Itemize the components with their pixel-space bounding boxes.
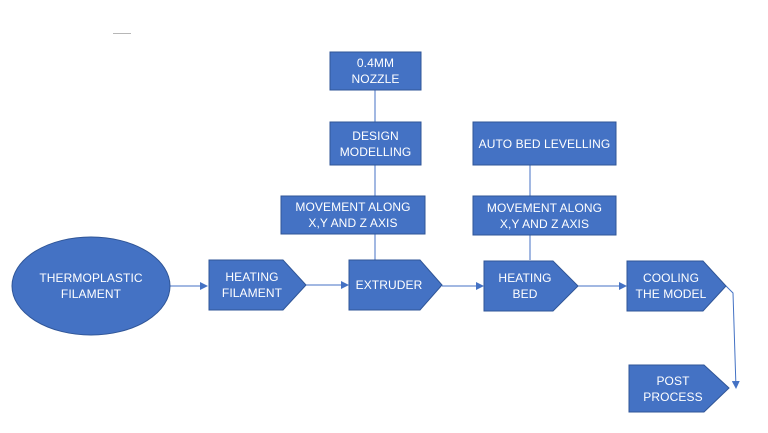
label-design-modelling: DESIGN MODELLING xyxy=(339,128,412,159)
label-thermoplastic-filament: THERMOPLASTIC FILAMENT xyxy=(39,271,143,301)
label-movement-bed: MOVEMENT ALONG X,Y AND Z AXIS xyxy=(486,200,603,231)
connector-cooling-to-post xyxy=(725,285,740,389)
label-extruder: EXTRUDER xyxy=(355,278,423,292)
label-nozzle: 0.4MM NOZZLE xyxy=(351,56,400,86)
label-auto-bed-levelling: AUTO BED LEVELLING xyxy=(478,136,611,151)
pentagon-cooling-the-model xyxy=(626,260,727,312)
rect-nozzle xyxy=(329,51,422,91)
label-heating-bed: HEATING BED xyxy=(498,271,552,301)
rect-design-modelling xyxy=(329,121,422,166)
pentagon-heating-bed xyxy=(483,260,579,312)
decorative-mark xyxy=(113,33,131,34)
pentagon-extruder xyxy=(348,259,443,311)
label-movement-extruder: MOVEMENT ALONG X,Y AND Z AXIS xyxy=(295,200,411,230)
rect-movement-bed xyxy=(472,195,617,236)
label-post-process: POST PROCESS xyxy=(643,373,703,404)
pentagon-heating-filament xyxy=(208,259,307,311)
nodes xyxy=(11,51,730,413)
ellipse-thermoplastic-filament xyxy=(11,236,171,336)
rect-movement-extruder xyxy=(280,195,426,235)
label-heating-filament: HEATING FILAMENT xyxy=(221,270,283,300)
connectors xyxy=(170,90,740,389)
pentagon-post-process xyxy=(628,364,730,413)
rect-auto-bed-levelling xyxy=(472,121,617,166)
label-cooling-the-model: COOLING THE MODEL xyxy=(635,271,707,301)
